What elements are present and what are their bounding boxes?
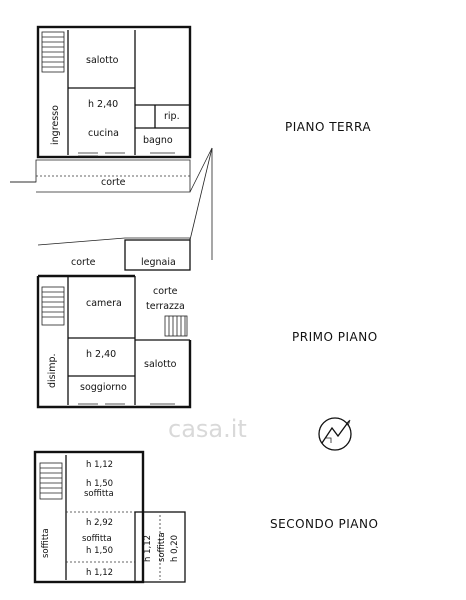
ground-floor-title: PIANO TERRA xyxy=(285,120,371,134)
ground-bagno-label: bagno xyxy=(143,135,173,146)
second-soffitta1-label: soffitta xyxy=(84,489,114,499)
compass-north-icon xyxy=(318,417,352,451)
second-h3-label: h 2,92 xyxy=(86,518,113,528)
ground-corte-label: corte xyxy=(101,177,126,188)
first-salotto-label: salotto xyxy=(144,359,177,370)
ground-stairs xyxy=(41,31,65,73)
terrace-stairs xyxy=(164,315,188,337)
first-height-label: h 2,40 xyxy=(86,349,116,360)
ground-height-label: h 2,40 xyxy=(88,99,118,110)
second-stairs xyxy=(39,462,63,500)
first-legnaia-label: legnaia xyxy=(141,257,176,268)
ground-salotto-label: salotto xyxy=(86,55,119,66)
second-h7-label: h 0,20 xyxy=(170,535,180,562)
second-h5-label: h 1,12 xyxy=(86,568,113,578)
second-h4-label: h 1,50 xyxy=(86,546,113,556)
second-soffitta-right-label: soffitta xyxy=(157,532,167,562)
first-floor-title: PRIMO PIANO xyxy=(292,330,378,344)
first-terrazza-label: terrazza xyxy=(146,301,185,312)
first-disimp-label: disimp. xyxy=(47,353,58,388)
first-stairs xyxy=(41,286,65,326)
ground-cucina-label: cucina xyxy=(88,128,119,139)
ground-rip-label: rip. xyxy=(164,111,180,122)
second-h2-label: h 1,50 xyxy=(86,479,113,489)
first-floor-plan: corte legnaia camera corte terrazza h 2,… xyxy=(36,237,192,409)
second-soffitta2-label: soffitta xyxy=(82,534,112,544)
second-h6-label: h 1,12 xyxy=(143,535,153,562)
first-corte-right-label: corte xyxy=(153,286,178,297)
second-floor-plan: h 1,12 h 1,50 soffitta soffitta h 2,92 s… xyxy=(33,450,186,584)
second-h1-label: h 1,12 xyxy=(86,460,113,470)
second-soffitta-left-label: soffitta xyxy=(41,528,51,558)
second-floor-title: SECONDO PIANO xyxy=(270,517,378,531)
watermark: casa.it xyxy=(168,415,247,443)
ground-ingresso-label: ingresso xyxy=(50,105,61,145)
first-corte-left-label: corte xyxy=(71,257,96,268)
first-soggiorno-label: soggiorno xyxy=(80,382,127,393)
ground-floor-plan: salotto h 2,40 cucina ingresso rip. bagn… xyxy=(10,25,213,260)
first-camera-label: camera xyxy=(86,298,122,309)
